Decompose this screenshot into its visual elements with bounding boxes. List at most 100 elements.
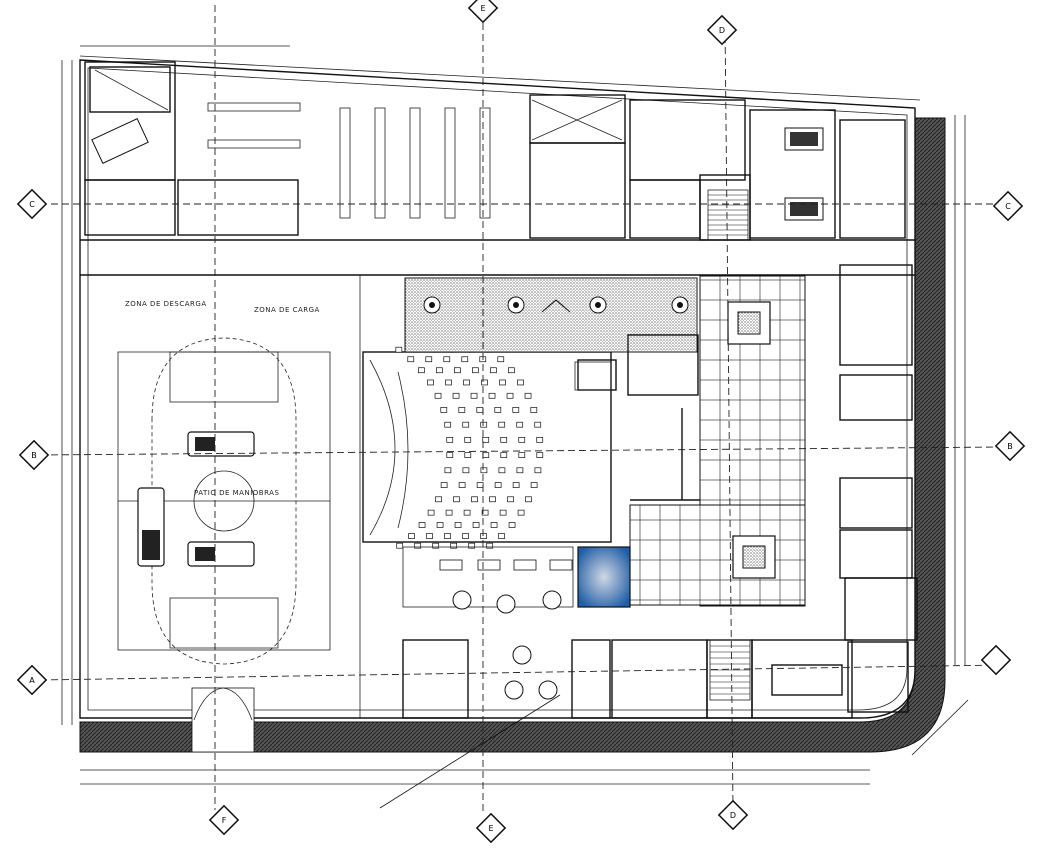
perimeter-sidewalk [79, 117, 946, 753]
seat [436, 522, 444, 528]
svg-text:D: D [719, 26, 725, 35]
seat [414, 542, 422, 549]
svg-text:E: E [488, 824, 493, 833]
seat [458, 482, 466, 488]
seat [446, 436, 454, 443]
seat [472, 367, 479, 374]
planters [727, 301, 776, 579]
structural-axes [39, 5, 1001, 815]
seat [472, 522, 480, 528]
seat [489, 496, 496, 503]
seat [463, 509, 471, 516]
seat [499, 509, 507, 516]
seat [536, 436, 544, 443]
seat [418, 367, 425, 374]
seat [512, 482, 520, 488]
seat [408, 533, 415, 539]
vehicles [137, 431, 255, 567]
zona-descarga-label: ZONA DE DESCARGA [125, 300, 207, 308]
right-rooms [839, 264, 918, 713]
seat [462, 467, 470, 474]
leader-line [379, 694, 561, 809]
svg-text:C: C [1005, 202, 1011, 211]
seat [450, 542, 458, 549]
axis-marker-b-right: B [994, 430, 1026, 462]
axis-markers: F E E D D C C B [16, 0, 1026, 844]
svg-text:C: C [29, 200, 35, 209]
outer-wall [79, 59, 916, 719]
seat [464, 436, 472, 443]
seat [536, 452, 544, 458]
seat [516, 467, 524, 474]
axis-marker-e-bottom: E [475, 812, 507, 844]
seat [508, 522, 516, 528]
zona-carga-label: ZONA DE CARGA [254, 306, 320, 314]
seat [490, 367, 497, 374]
seat [517, 379, 524, 386]
seat [476, 407, 484, 413]
seat [454, 367, 461, 374]
seat [426, 533, 433, 539]
seat [499, 379, 506, 386]
entrance-gate [191, 687, 255, 753]
office-furniture [91, 117, 824, 221]
seat [440, 482, 448, 488]
seat [396, 542, 404, 549]
seat [530, 407, 538, 413]
seat [497, 356, 505, 363]
round-table [538, 680, 558, 700]
auditorium [362, 346, 612, 549]
svg-text:A: A [29, 676, 35, 685]
center-services [577, 334, 700, 501]
round-table [452, 590, 472, 610]
patio-maniobras-label: PATIO DE MANIOBRAS [194, 489, 279, 497]
seat [512, 407, 520, 413]
seat [462, 533, 469, 539]
seat [490, 522, 498, 528]
seat [486, 542, 494, 549]
water-feature [577, 546, 631, 608]
axis-marker-d-top: D [706, 14, 738, 46]
cafe-tables [452, 590, 562, 700]
seat [498, 467, 506, 474]
seat [471, 496, 478, 503]
seat [463, 379, 470, 386]
auditorium-seats [395, 346, 544, 549]
seat [427, 509, 435, 516]
seat [470, 392, 478, 399]
seat [444, 421, 452, 428]
axis-marker-d-bottom: D [717, 799, 749, 831]
seat [494, 482, 502, 488]
dimension-lines [61, 45, 966, 785]
seat [507, 496, 514, 503]
garden-trees [423, 296, 689, 314]
seat [452, 392, 460, 399]
stair-treads [708, 194, 750, 695]
seat [518, 452, 526, 458]
axis-marker-c-left: C [16, 188, 48, 220]
seat [498, 533, 505, 539]
seat [500, 452, 508, 458]
seat [518, 436, 526, 443]
seat [534, 421, 542, 428]
seat [434, 392, 442, 399]
svg-text:E: E [480, 4, 485, 13]
seat [482, 452, 490, 458]
svg-text:D: D [730, 811, 736, 820]
seat [506, 392, 514, 399]
seat [476, 482, 484, 488]
seat [444, 467, 452, 474]
seat [444, 533, 451, 539]
seat [464, 452, 472, 458]
seat [534, 467, 542, 474]
top-rooms [80, 61, 915, 276]
tiled-plaza-lower [629, 504, 806, 606]
seat [395, 346, 403, 353]
north-dimension [911, 699, 969, 756]
seat [458, 407, 466, 413]
garden-plaza [404, 277, 698, 353]
seat [488, 392, 496, 399]
axis-marker-a-right [980, 644, 1012, 676]
bottom-rooms [402, 639, 853, 719]
